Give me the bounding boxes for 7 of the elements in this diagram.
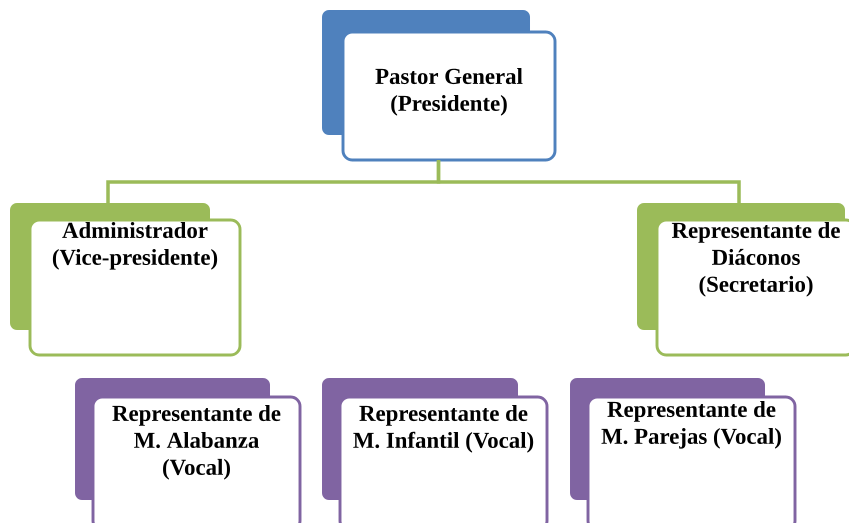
org-box: Representante de M. Alabanza (Vocal) <box>75 378 302 523</box>
connector-line <box>436 160 741 203</box>
org-box: Representante de M. Parejas (Vocal) <box>570 378 796 523</box>
org-box: Administrador (Vice-presidente) <box>10 203 242 356</box>
org-box: Pastor General (Presidente) <box>322 10 556 162</box>
org-box: Representante de Diáconos (Secretario) <box>637 203 849 356</box>
org-box: Representante de M. Infantil (Vocal) <box>322 378 548 523</box>
